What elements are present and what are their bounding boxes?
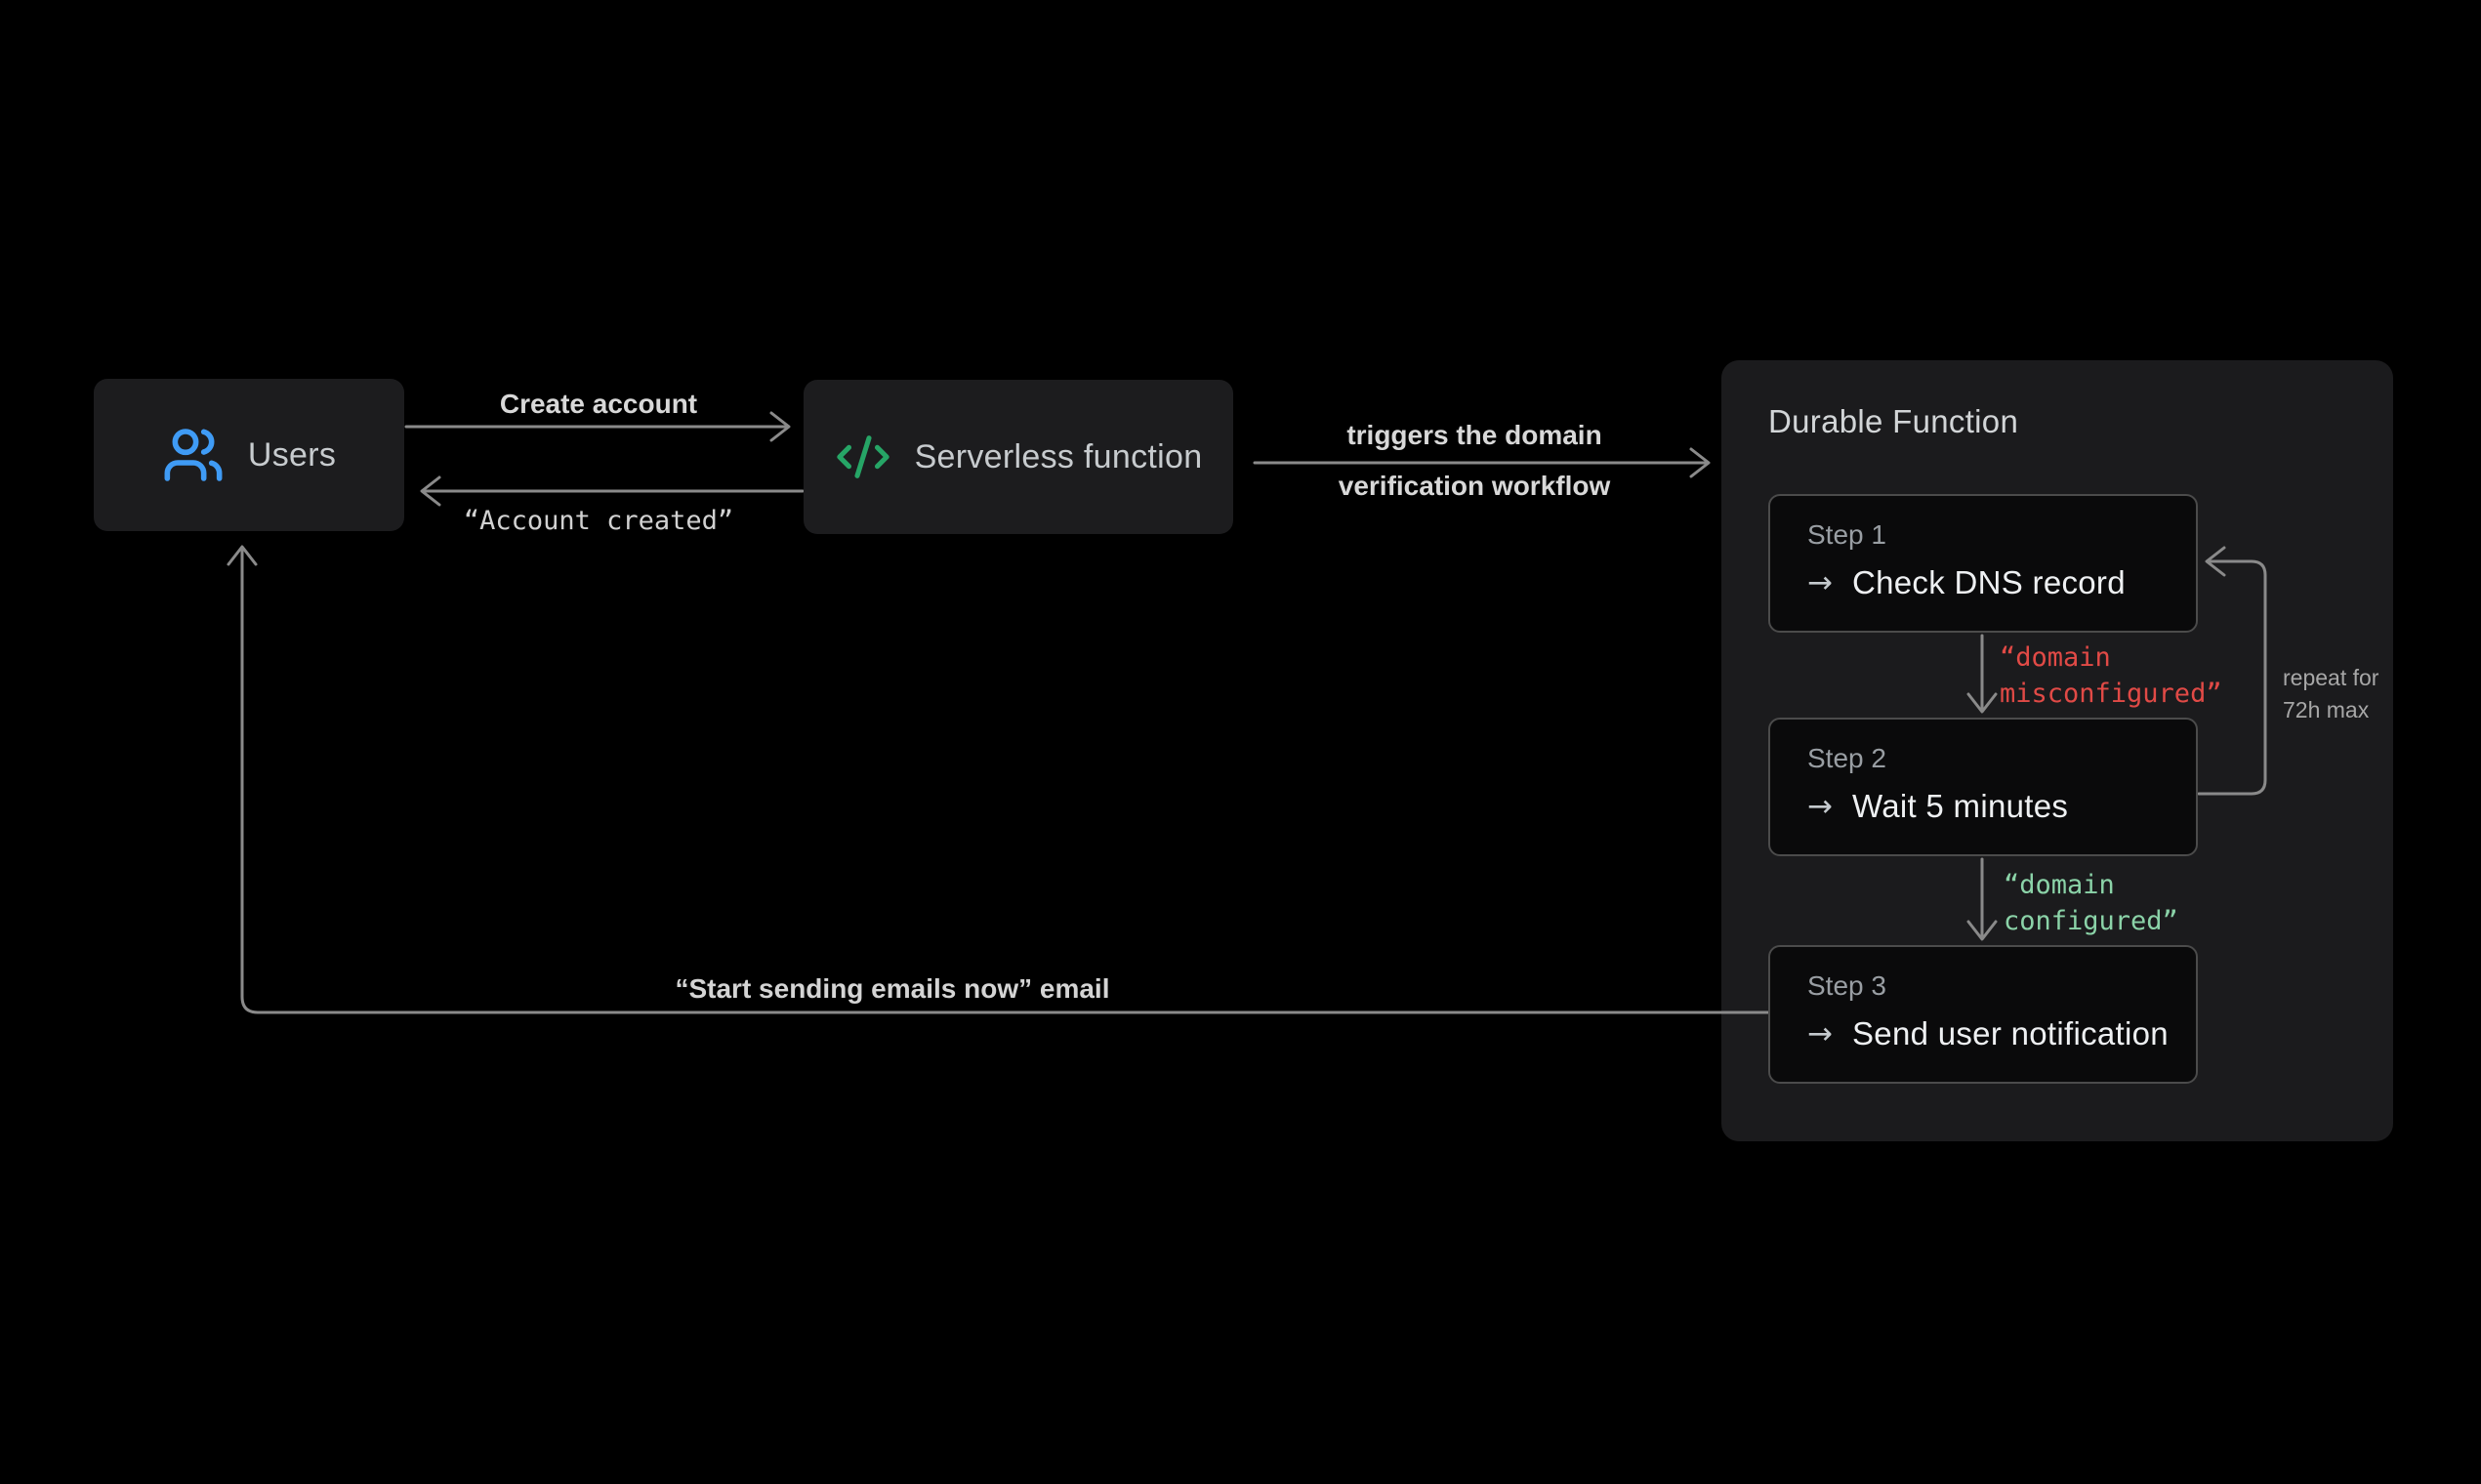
step-3-box: Step 3 → Send user notification [1768, 945, 2198, 1084]
account-created-label: “Account created” [463, 506, 734, 536]
domain-configured-line2: configured” [2004, 906, 2178, 936]
step-1-action: Check DNS record [1851, 564, 2126, 600]
repeat-annotation: repeat for 72h max [2283, 662, 2378, 726]
trigger-label-line1: triggers the domain [1346, 420, 1602, 450]
arrow-right-icon: → [1807, 788, 1833, 824]
step-2-action: Wait 5 minutes [1851, 788, 2069, 824]
domain-configured-line1: “domain [2004, 870, 2115, 900]
arrow-right-icon: → [1807, 564, 1833, 600]
domain-misconfigured-line1: “domain [2000, 642, 2111, 673]
return-email-arrow [227, 545, 1771, 1014]
step-2-label: Step 2 [1807, 743, 1886, 773]
start-sending-email-label: “Start sending emails now” email [675, 973, 1110, 1004]
repeat-line2: 72h max [2283, 697, 2370, 722]
step-1-box: Step 1 → Check DNS record [1768, 494, 2198, 633]
domain-misconfigured-label: “domain misconfigured” [2000, 639, 2222, 712]
arrow-right-icon: → [1807, 1015, 1833, 1051]
account-created-arrow [420, 475, 805, 507]
serverless-card-label: Serverless function [914, 437, 1203, 475]
create-account-label: Create account [499, 389, 698, 419]
step-2-box: Step 2 → Wait 5 minutes [1768, 718, 2198, 856]
users-card: Users [94, 379, 404, 531]
users-icon [162, 424, 225, 486]
step-3-action: Send user notification [1851, 1015, 2169, 1051]
domain-misconfigured-line2: misconfigured” [2000, 679, 2222, 709]
repeat-line1: repeat for [2283, 665, 2379, 690]
code-icon [835, 429, 891, 485]
trigger-label-line2: verification workflow [1338, 471, 1611, 501]
step-3-label: Step 3 [1807, 970, 1886, 1001]
durable-panel-title: Durable Function [1768, 403, 2019, 439]
domain-configured-label: “domain configured” [2004, 867, 2178, 939]
users-card-label: Users [247, 435, 337, 474]
serverless-function-card: Serverless function [804, 380, 1233, 534]
step-1-label: Step 1 [1807, 519, 1886, 550]
